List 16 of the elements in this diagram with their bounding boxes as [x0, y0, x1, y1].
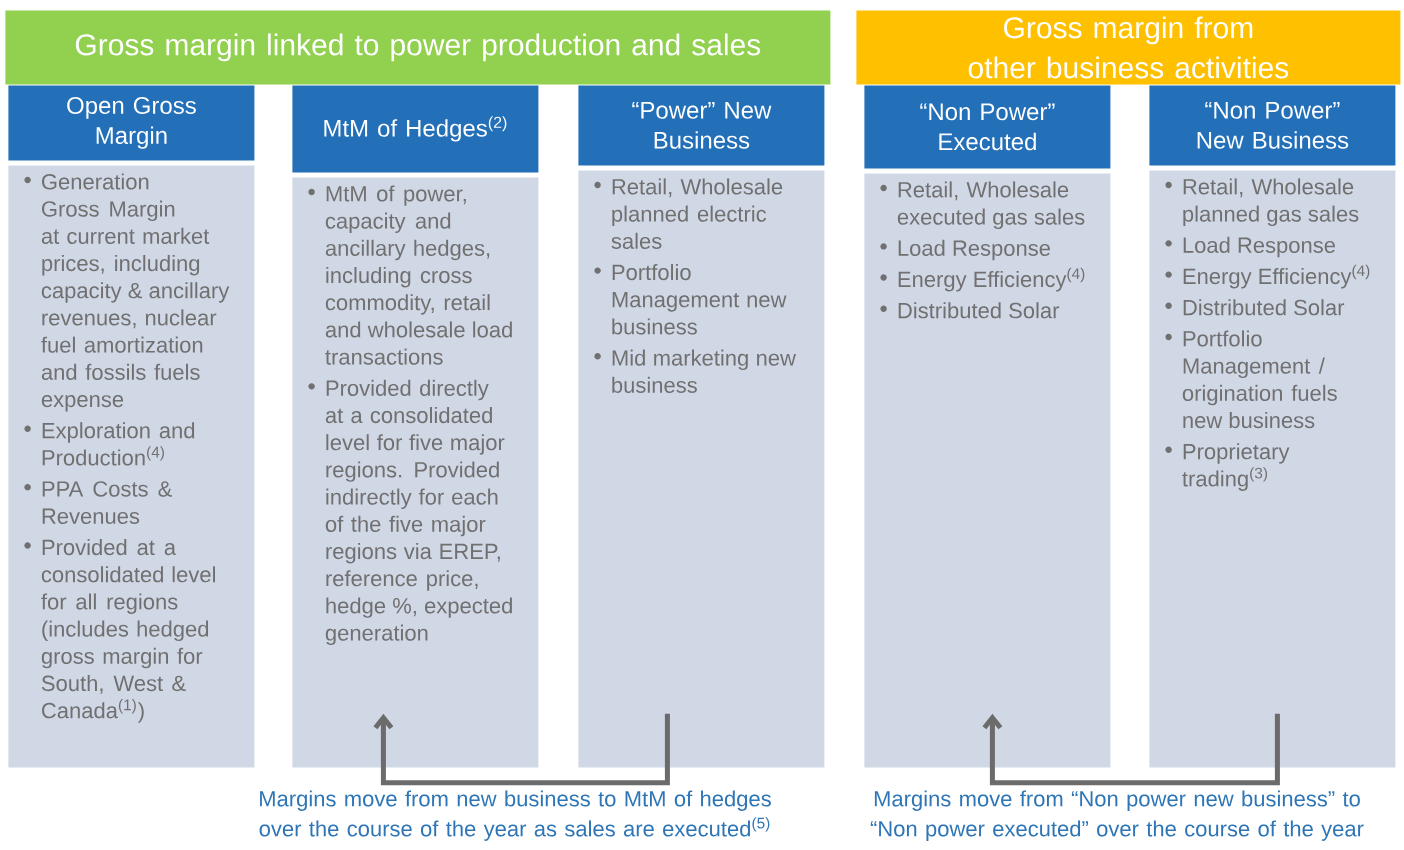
- column-header: “Power” New Business: [578, 85, 825, 166]
- bullet-panel: Retail, Wholesale planned gas sales Load Response Energy Efficiency$^{(4)}$ Distributed Solar Portfolio Management / origination fuels new business Proprietary trading$^{(3)}$: [1149, 170, 1396, 768]
- bullet-panel: Retail, Wholesale planned electric sales Portfolio Management new business Mid marketing new business: [578, 170, 825, 768]
- arrow: [982, 713, 1280, 786]
- column-header: “Non Power” Executed: [864, 85, 1111, 169]
- column-header: Open Gross Margin: [8, 85, 255, 161]
- bullet-panel: MtM of power, capacity and ancillary hedges, including cross commodity, retail and wholesale load transactions Provided directly at a consolidated level for five major regions. Provided indirectly for each of the five major regions via EREP, reference price, hedge %, expected generation: [292, 177, 539, 768]
- bullet-panel: Retail, Wholesale executed gas sales Load Response Energy Efficiency$^{(4)}$ Distributed Solar: [864, 173, 1111, 768]
- column-header: “Non Power” New Business: [1149, 85, 1396, 166]
- column-header: MtM of Hedges$^{(2)}$: [292, 85, 539, 173]
- title-band: Gross margin linked to power production and sales: [5, 10, 831, 85]
- bullet-panel: Generation Gross Margin at current market prices, including capacity & ancillary revenues, nuclear fuel amortization and fossils fuels expense Exploration and Production$^{(4)}$ PPA Costs & Revenues Provided at a consolidated level for all regions (includes hedged gross margin for South, West & Canada$^{(1)}$): [8, 165, 255, 768]
- caption: Margins move from new business to MtM of hedges over the course of the year as sales are executed$^{(5)}$: [259, 790, 771, 841]
- arrow: [373, 713, 670, 786]
- title-band: Gross margin from other business activities: [856, 10, 1401, 85]
- caption: Margins move from “Non power new business” to “Non power executed” over the course of the year: [870, 790, 1364, 841]
